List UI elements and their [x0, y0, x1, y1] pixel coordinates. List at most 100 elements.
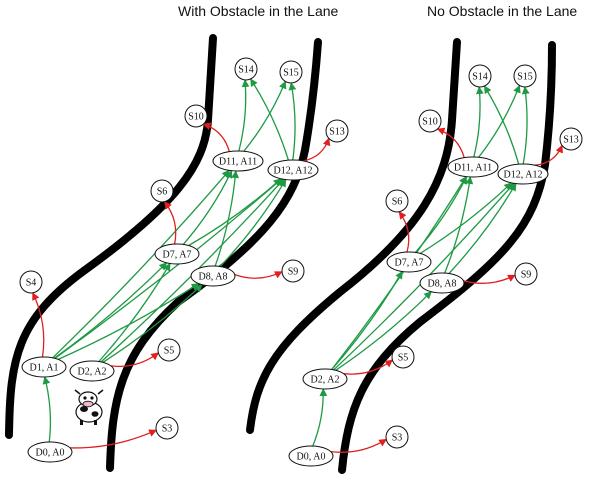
node-p2-d8: D8, A8: [419, 272, 465, 294]
node-shape-p2-d0: [288, 445, 334, 467]
node-label-p1-d1: D1, A1: [30, 363, 59, 374]
edge-p2-d7-to-d11: [414, 176, 468, 253]
node-shape-p1-s15: [279, 60, 303, 84]
node-label-p2-d2: D2, A2: [311, 375, 340, 386]
node-p1-s10: S10: [184, 104, 208, 128]
edge-p2-d11-to-s15: [478, 84, 521, 158]
node-shape-p1-s10: [184, 104, 208, 128]
edge-p1-d12-to-s14: [250, 78, 290, 161]
node-p1-d1: D1, A1: [21, 356, 67, 378]
edge-p1-d0-to-s3: [70, 429, 157, 449]
road-right-boundary-panel-2: [338, 41, 556, 474]
edge-p2-d8-to-s9: [463, 274, 516, 284]
node-label-p2-d11: D11, A11: [454, 163, 492, 174]
edge-p1-d8-to-s9: [234, 271, 283, 279]
edge-p1-d11-to-s15: [243, 80, 287, 152]
node-label-p1-d2: D2, A2: [78, 367, 107, 378]
node-p1-d11: D11, A11: [212, 150, 264, 172]
node-p2-s9: S9: [514, 262, 538, 286]
node-shape-p1-d2: [69, 360, 115, 382]
node-p2-s6: S6: [385, 189, 409, 213]
edge-p1-d7-to-d11: [182, 169, 233, 245]
edge-p1-d12-to-s15: [288, 82, 297, 161]
node-shape-p2-s6: [385, 189, 409, 213]
node-shape-p1-s13: [325, 119, 349, 143]
node-label-p1-s13: S13: [329, 127, 345, 138]
node-shape-p2-d8: [419, 272, 465, 294]
node-label-p2-s14: S14: [472, 72, 488, 83]
edge-p1-d7-to-s6: [163, 201, 177, 245]
node-p1-d8: D8, A8: [190, 265, 236, 287]
edge-p2-d12-to-s13: [534, 144, 563, 166]
node-p2-s14: S14: [468, 64, 492, 88]
node-label-p1-s9: S9: [288, 267, 299, 278]
node-p1-d7: D7, A7: [154, 243, 200, 265]
edge-p1-d0-to-d1: [42, 376, 52, 443]
edge-p2-d0-to-d2: [312, 388, 328, 447]
edge-p1-d8-to-d11: [214, 170, 240, 267]
edge-p1-d7-to-d12: [188, 178, 282, 247]
node-shape-p1-s14: [234, 57, 258, 81]
node-label-p1-d12: D12, A12: [274, 166, 313, 177]
node-label-p1-s14: S14: [238, 65, 254, 76]
node-shape-p1-s9: [281, 259, 305, 283]
road-left-boundary-panel-1: [5, 34, 217, 439]
node-label-p1-s15: S15: [283, 68, 299, 79]
edge-p2-d2-to-s5: [343, 359, 394, 375]
node-shape-p2-s10: [418, 109, 442, 133]
node-p1-s15: S15: [279, 60, 303, 84]
node-label-p1-d8: D8, A8: [199, 272, 228, 283]
edge-p2-d2-to-d8: [335, 291, 432, 371]
node-p2-s15: S15: [513, 64, 537, 88]
edge-p2-d0-to-s3: [330, 438, 387, 453]
node-p2-s10: S10: [418, 109, 442, 133]
node-p2-s5: S5: [391, 345, 415, 369]
node-shape-p1-d1: [21, 356, 67, 378]
node-p1-s3: S3: [155, 416, 179, 440]
node-p2-s13: S13: [559, 127, 583, 151]
edge-p2-d12-to-s15: [521, 86, 530, 165]
node-p1-d2: D2, A2: [69, 360, 115, 382]
node-shape-p1-d11: [212, 150, 264, 172]
node-p1-d12: D12, A12: [267, 159, 319, 181]
node-p1-s5: S5: [157, 338, 181, 362]
node-p1-s13: S13: [325, 119, 349, 143]
node-label-p2-s6: S6: [392, 197, 403, 208]
node-label-p1-d11: D11, A11: [219, 157, 257, 168]
node-label-p2-s15: S15: [517, 72, 533, 83]
node-label-p1-d0: D0, A0: [36, 448, 65, 459]
edge-p1-d2-to-d7: [98, 262, 171, 362]
edge-p1-d11-to-s14: [238, 79, 250, 152]
node-label-p2-s10: S10: [422, 117, 438, 128]
node-p1-s6: S6: [150, 179, 174, 203]
node-p2-s3: S3: [385, 425, 409, 449]
node-shape-p2-d2: [302, 368, 348, 390]
edge-p1-d2-to-d8: [102, 284, 203, 363]
edge-p1-d1-to-d11: [52, 169, 230, 359]
node-p1-s9: S9: [281, 259, 305, 283]
edge-p2-d8-to-d11: [444, 176, 474, 274]
node-shape-p2-s15: [513, 64, 537, 88]
node-label-p2-d8: D8, A8: [428, 279, 457, 290]
node-label-p2-d7: D7, A7: [395, 258, 424, 269]
node-shape-p1-d8: [190, 265, 236, 287]
node-label-p2-s3: S3: [392, 433, 403, 444]
edge-p2-d8-to-d12: [448, 182, 517, 274]
node-label-p1-s5: S5: [164, 346, 175, 357]
node-label-p2-s5: S5: [398, 353, 409, 364]
node-label-p1-d7: D7, A7: [163, 250, 192, 261]
node-p2-d7: D7, A7: [386, 251, 432, 273]
node-shape-p1-s6: [150, 179, 174, 203]
node-shape-p2-s14: [468, 64, 492, 88]
edge-p1-d8-to-d12: [219, 178, 287, 267]
panel-title-no-obstacle: No Obstacle in the Lane: [427, 3, 578, 19]
edge-p1-d12-to-s13: [303, 137, 331, 162]
road-right-boundary-panel-1: [106, 38, 322, 472]
node-shape-p1-d7: [154, 243, 200, 265]
node-label-p2-s9: S9: [521, 270, 532, 281]
panel-title-with-obstacle: With Obstacle in the Lane: [178, 3, 339, 19]
node-shape-p2-d7: [386, 251, 432, 273]
node-shape-p1-d0: [27, 441, 73, 463]
